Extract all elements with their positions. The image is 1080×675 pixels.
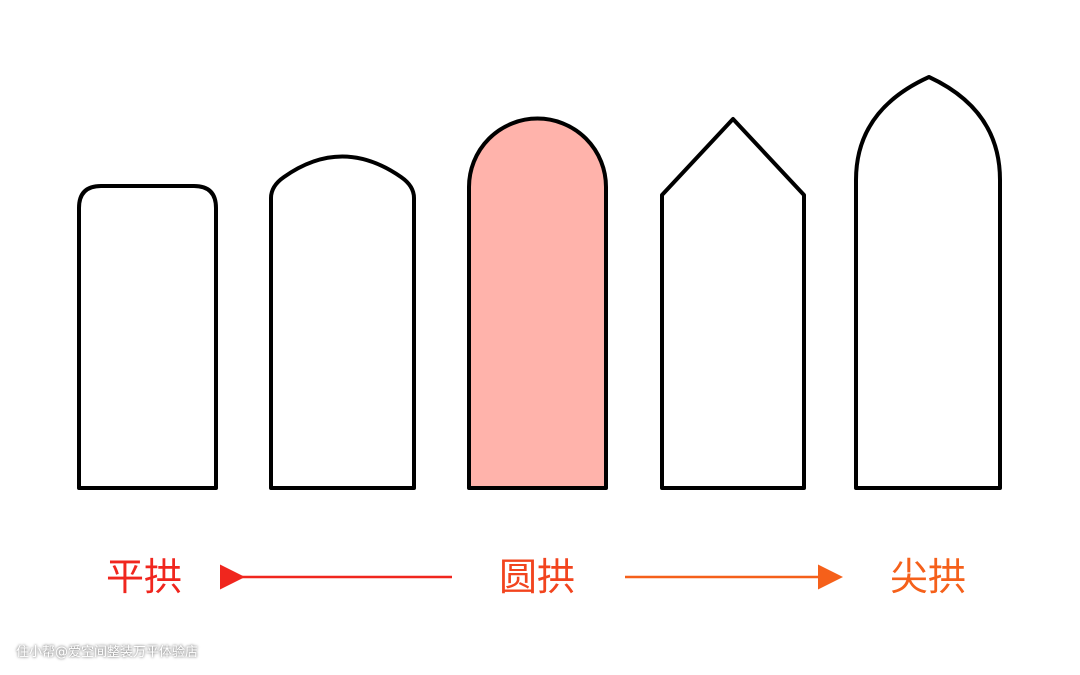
pointed-arch-shape <box>854 75 1002 490</box>
round-arch-shape <box>467 116 608 490</box>
round-arch-label: 圆拱 <box>499 555 576 599</box>
flat-arch-label: 平拱 <box>106 555 183 599</box>
pointed-arch-label: 尖拱 <box>890 555 967 599</box>
watermark: 住小帮@爱空间整装万平体验店 <box>16 645 199 660</box>
flat-arch-shape <box>77 184 218 490</box>
segmental-arch-shape <box>269 154 416 490</box>
triangular-arch-shape <box>660 117 806 490</box>
